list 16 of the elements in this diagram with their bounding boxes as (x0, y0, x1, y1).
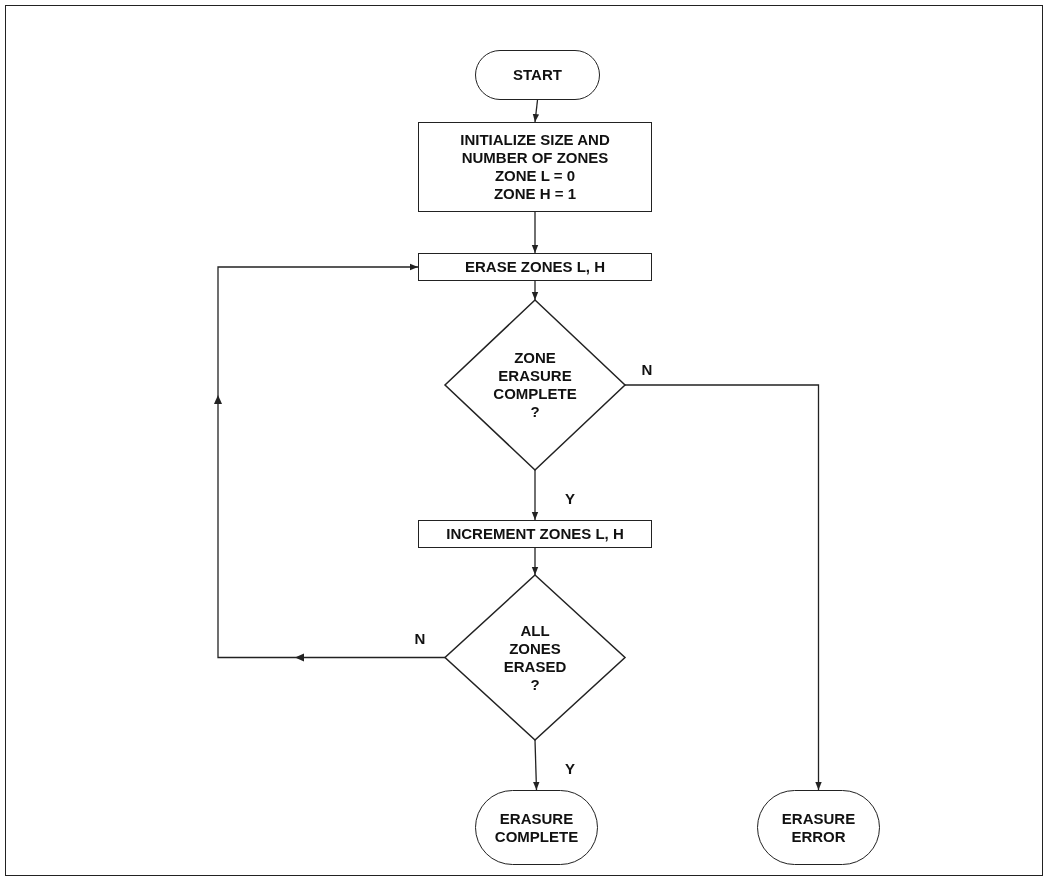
process-text: ZONE H = 1 (493, 185, 577, 203)
process-box (418, 122, 652, 212)
decision-text: ZONE ERASURE COMPLETE ? (492, 349, 578, 421)
decision-diamond (445, 300, 625, 470)
process-box (418, 253, 652, 281)
decision-text: ALL ZONES ERASED ? (502, 621, 568, 694)
process-text: ERASE ZONES L, H (465, 258, 605, 276)
process-text: INCREMENT ZONES L, H (446, 525, 624, 543)
terminator-text: START (513, 66, 562, 84)
terminator-text: ERASURE COMPLETE (493, 809, 580, 846)
process-box (418, 520, 652, 548)
decision-diamond (445, 575, 625, 740)
terminator-shape (475, 50, 600, 100)
process-text: INITIALIZE SIZE AND NUMBER OF ZONES (459, 131, 611, 167)
terminator-text: ERASURE ERROR (780, 809, 857, 846)
process-text: ZONE L = 0 (494, 167, 576, 185)
